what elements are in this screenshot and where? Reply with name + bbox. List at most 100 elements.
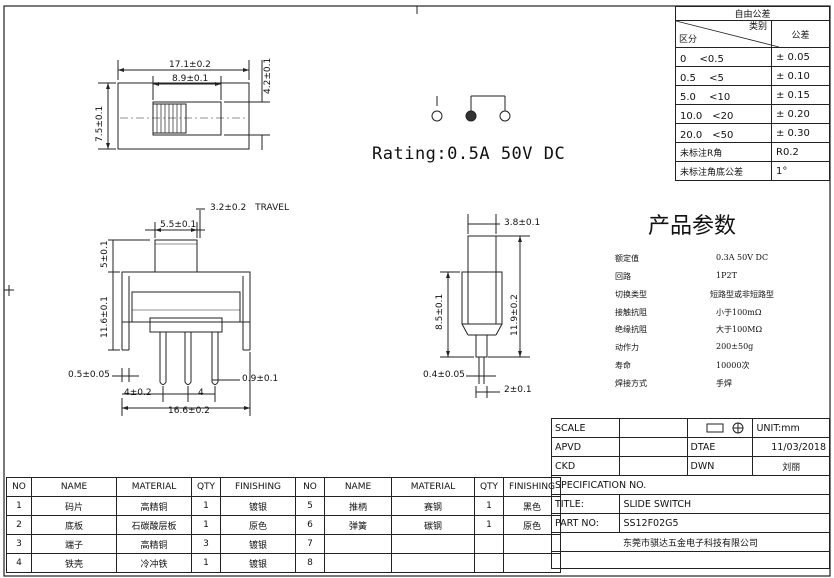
tolerance-header-label: 公差 <box>771 20 830 48</box>
spec-label: SPECIFICATION NO. <box>551 475 830 495</box>
bom-cell: 冷冲铁 <box>116 553 192 573</box>
dim-slot-width: 8.9±0.1 <box>172 74 209 84</box>
bom-header-cell: NO <box>6 477 32 497</box>
dim-knob-height: 5±0.1 <box>100 240 110 268</box>
bom-cell: 1 <box>6 496 32 516</box>
apvd-label: APVD <box>550 437 621 457</box>
side-view-body <box>461 271 503 325</box>
bom-cell: 镀银 <box>220 534 296 554</box>
params-title: 产品参数 <box>648 214 737 239</box>
terminal-left <box>431 110 443 122</box>
param-label: 寿命 <box>615 361 631 370</box>
bom-cell: 端子 <box>31 534 117 554</box>
bom-header-cell: QTY <box>191 477 221 497</box>
bom-header-cell: NAME <box>31 477 117 497</box>
dim-pin-thickness: 0.9±0.1 <box>242 374 279 384</box>
top-view-knob <box>152 103 187 134</box>
bom-cell: 3 <box>6 534 32 554</box>
dim-height: 7.5±0.1 <box>95 105 105 142</box>
param-label: 额定值 <box>615 254 639 263</box>
tolerance-category-label: 类别 <box>748 22 767 32</box>
ckd-value <box>619 456 688 476</box>
dim-pin-width: 0.5±0.05 <box>68 370 110 380</box>
apvd-value <box>619 437 688 457</box>
dim-slot-height: 4.2±0.1 <box>263 57 273 94</box>
unit-label: UNIT:mm <box>752 418 830 438</box>
projection-cell <box>686 418 754 438</box>
front-view-body <box>121 271 251 323</box>
bom-cell: 4 <box>6 553 32 573</box>
tolerance-zone-label: 区分 <box>679 35 698 45</box>
dim-total-width: 16.6±0.2 <box>168 406 210 416</box>
tolerance-range: 0.5 <5 <box>675 66 772 86</box>
tolerance-range: 未标注R角 <box>675 142 772 162</box>
bom-cell: 2 <box>6 515 32 535</box>
param-label: 动作力 <box>615 343 639 352</box>
param-value: 0.3A 50V DC <box>716 253 769 262</box>
param-value: 1P2T <box>716 271 737 280</box>
bom-cell: 1 <box>191 553 221 573</box>
bom-cell: 原色 <box>220 515 296 535</box>
bom-header-cell: FINISHING <box>220 477 296 497</box>
bom-cell <box>391 534 475 554</box>
empty-row <box>551 551 830 569</box>
date-label: DTAE <box>686 437 754 457</box>
bom-header: NO NAME MATERIAL QTY FINISHING NO NAME M… <box>6 477 561 497</box>
bom-cell <box>503 534 561 554</box>
tolerance-value: R0.2 <box>771 142 830 162</box>
param-label: 回路 <box>615 272 631 281</box>
dim-overall-width: 17.1±0.2 <box>169 60 211 70</box>
tolerance-table: 自由公差 类别 区分 公差 0 <0.5± 0.05 0.5 <5± 0.10 … <box>675 6 830 181</box>
bom-cell: 8 <box>295 553 325 573</box>
param-label: 绝缘抗阻 <box>615 325 647 334</box>
param-value: 小于100mΩ <box>716 308 762 317</box>
bom-header-cell: FINISHING <box>503 477 561 497</box>
tolerance-value: ± 0.10 <box>771 66 830 86</box>
dim-pin-pitch-b: 4 <box>198 388 204 398</box>
dim-travel: 3.2±0.2 TRAVEL <box>210 203 289 213</box>
header-diagonal <box>676 21 779 47</box>
tolerance-value: 1° <box>771 161 830 181</box>
bom-cell: 1 <box>474 515 504 535</box>
param-value: 200±50g <box>716 342 754 351</box>
bom-header-cell: MATERIAL <box>116 477 192 497</box>
bom-cell: 铁壳 <box>31 553 117 573</box>
bom-cell: 5 <box>295 496 325 516</box>
company-name: 东莞市骐达五金电子科技有限公司 <box>551 532 830 552</box>
tolerance-range: 10.0 <20 <box>675 104 772 124</box>
bom-cell: 3 <box>191 534 221 554</box>
tolerance-range: 0 <0.5 <box>675 47 772 67</box>
bom-cell <box>474 534 504 554</box>
bom-cell <box>503 553 561 573</box>
bom-cell: 1 <box>474 496 504 516</box>
bom-cell: 1 <box>191 496 221 516</box>
bom-cell: 高精铜 <box>116 534 192 554</box>
dim-side-knob: 3.8±0.1 <box>504 218 541 228</box>
bom-cell <box>474 553 504 573</box>
tolerance-value: ± 0.05 <box>771 47 830 67</box>
title-label: TITLE: <box>550 494 621 514</box>
tolerance-title: 自由公差 <box>675 6 830 21</box>
bom-header-cell: MATERIAL <box>391 477 475 497</box>
tolerance-range: 20.0 <50 <box>675 123 772 143</box>
terminal-right <box>499 110 511 122</box>
dim-side-pin-width: 2±0.1 <box>504 385 532 395</box>
param-label: 接触抗阻 <box>615 308 647 317</box>
ckd-label: CKD <box>550 456 621 476</box>
tolerance-range: 未标注角底公差 <box>675 161 772 181</box>
bom-cell: 原色 <box>503 515 561 535</box>
dwn-value: 刘丽 <box>752 456 830 476</box>
tolerance-header-cell: 类别 区分 <box>675 20 779 48</box>
dim-side-inner-height: 8.5±0.1 <box>435 293 445 330</box>
part-label: PART NO: <box>550 513 621 533</box>
tolerance-value: ± 0.15 <box>771 85 830 105</box>
bom-cell: 碳钢 <box>391 515 475 535</box>
title-block: SCALE UNIT:mm APVD DTAE 11/03/2018 CKD D… <box>550 418 830 569</box>
title-value: SLIDE SWITCH <box>619 494 830 514</box>
tolerance-value: ± 0.20 <box>771 104 830 124</box>
bom-header-cell: NO <box>295 477 325 497</box>
dim-pin-pitch-a: 4±0.2 <box>124 388 152 398</box>
